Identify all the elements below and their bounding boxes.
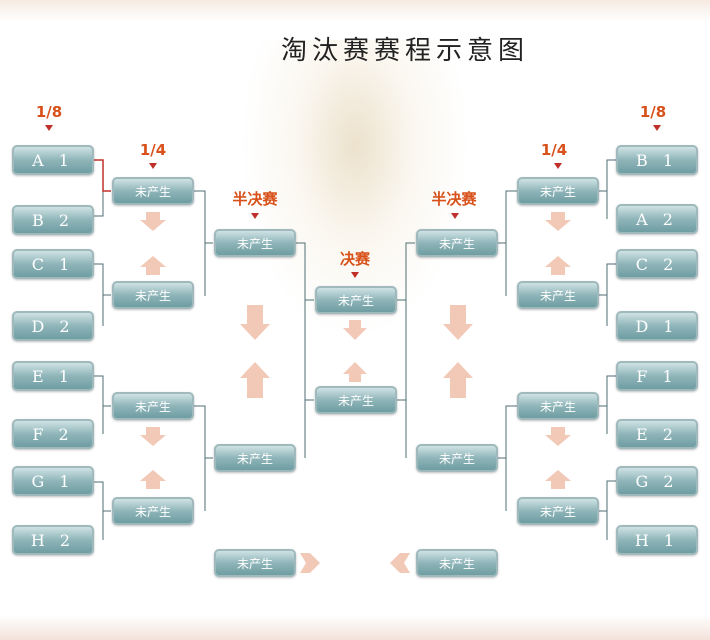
final-slot-2[interactable]: 未产生 xyxy=(315,386,397,414)
team-c1-left[interactable]: C 1 xyxy=(12,249,94,279)
page-title: 淘汰赛赛程示意图 xyxy=(280,36,529,66)
marker-qf-right xyxy=(554,163,562,169)
sf-left-2[interactable]: 未产生 xyxy=(214,444,296,472)
team-a2-right[interactable]: A 2 xyxy=(616,204,698,234)
qf-right-4[interactable]: 未产生 xyxy=(517,497,599,525)
team-c2-right[interactable]: C 2 xyxy=(616,249,698,279)
team-h2-left[interactable]: H 2 xyxy=(12,525,94,555)
marker-final xyxy=(351,272,359,278)
qf-left-1[interactable]: 未产生 xyxy=(112,177,194,205)
team-d2-left[interactable]: D 2 xyxy=(12,311,94,341)
team-g2-right[interactable]: G 2 xyxy=(616,466,698,496)
third-place-left[interactable]: 未产生 xyxy=(214,549,296,577)
sf-right-2[interactable]: 未产生 xyxy=(416,444,498,472)
marker-r16-left xyxy=(45,125,53,131)
team-b1-right[interactable]: B 1 xyxy=(616,145,698,175)
marker-r16-right xyxy=(653,125,661,131)
team-e2-right[interactable]: E 2 xyxy=(616,419,698,449)
round-label-final: 决赛 xyxy=(339,250,370,268)
sf-right-1[interactable]: 未产生 xyxy=(416,229,498,257)
round-label-r16-left: 1/8 xyxy=(35,103,63,121)
team-b2-left[interactable]: B 2 xyxy=(12,205,94,235)
team-f1-right[interactable]: F 1 xyxy=(616,361,698,391)
team-g1-left[interactable]: G 1 xyxy=(12,466,94,496)
round-label-sf-left: 半决赛 xyxy=(232,190,278,208)
final-slot-1[interactable]: 未产生 xyxy=(315,286,397,314)
team-d1-right[interactable]: D 1 xyxy=(616,311,698,341)
qf-left-3[interactable]: 未产生 xyxy=(112,392,194,420)
team-e1-left[interactable]: E 1 xyxy=(12,361,94,391)
team-f2-left[interactable]: F 2 xyxy=(12,419,94,449)
round-label-qf-right: 1/4 xyxy=(540,141,568,159)
qf-right-2[interactable]: 未产生 xyxy=(517,281,599,309)
qf-right-1[interactable]: 未产生 xyxy=(517,177,599,205)
marker-sf-right xyxy=(451,213,459,219)
team-h1-right[interactable]: H 1 xyxy=(616,525,698,555)
marker-sf-left xyxy=(251,213,259,219)
round-label-sf-right: 半决赛 xyxy=(431,190,477,208)
qf-right-3[interactable]: 未产生 xyxy=(517,392,599,420)
qf-left-2[interactable]: 未产生 xyxy=(112,281,194,309)
round-label-r16-right: 1/8 xyxy=(639,103,667,121)
third-place-right[interactable]: 未产生 xyxy=(416,549,498,577)
qf-left-4[interactable]: 未产生 xyxy=(112,497,194,525)
marker-qf-left xyxy=(149,163,157,169)
sf-left-1[interactable]: 未产生 xyxy=(214,229,296,257)
team-a1-left[interactable]: A 1 xyxy=(12,145,94,175)
round-label-qf-left: 1/4 xyxy=(139,141,167,159)
